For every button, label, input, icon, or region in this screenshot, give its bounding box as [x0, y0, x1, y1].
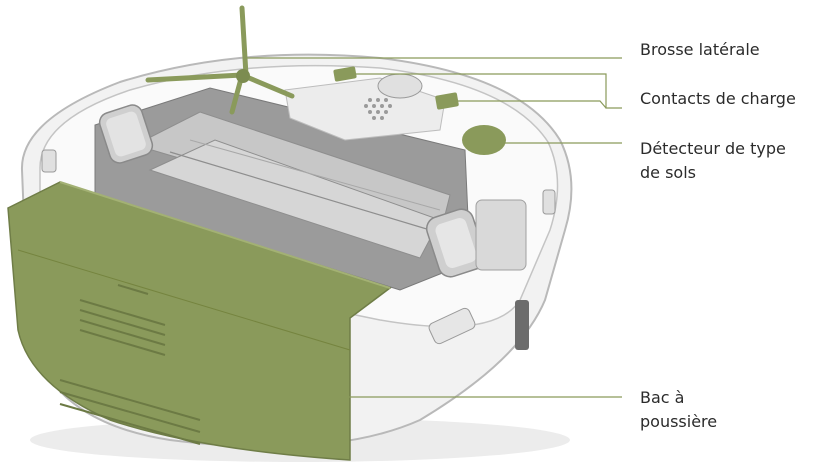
left-wheel	[98, 104, 154, 164]
leader-charge-contacts	[345, 73, 622, 109]
robot-vacuum-illustration	[7, 5, 573, 462]
right-wheel	[425, 199, 527, 278]
label-dust-bin-line1: Bac à	[640, 388, 685, 407]
floor-type-sensor	[462, 125, 506, 155]
cover-vent	[364, 98, 392, 120]
front-caster	[377, 73, 423, 99]
label-side-brush-text: Brosse latérale	[640, 40, 760, 59]
dust-bin	[7, 181, 392, 461]
label-side-brush: Brosse latérale	[640, 38, 760, 62]
label-dust-bin-line2: poussière	[640, 412, 718, 431]
label-dust-bin: Bac à poussière	[640, 386, 717, 434]
label-floor-sensor-line1: Détecteur de type	[640, 139, 786, 158]
side-brush	[145, 5, 295, 115]
main-roller-brushes	[133, 111, 451, 259]
callout-leaders	[244, 57, 622, 398]
label-floor-sensor-line2: de sols	[640, 163, 696, 182]
label-floor-sensor: Détecteur de type de sols	[640, 137, 786, 185]
leader-charge-contacts-2	[447, 100, 607, 109]
label-charge-contacts-text: Contacts de charge	[640, 89, 796, 108]
label-charge-contacts: Contacts de charge	[640, 87, 796, 111]
dust-bin-grille	[59, 284, 201, 445]
